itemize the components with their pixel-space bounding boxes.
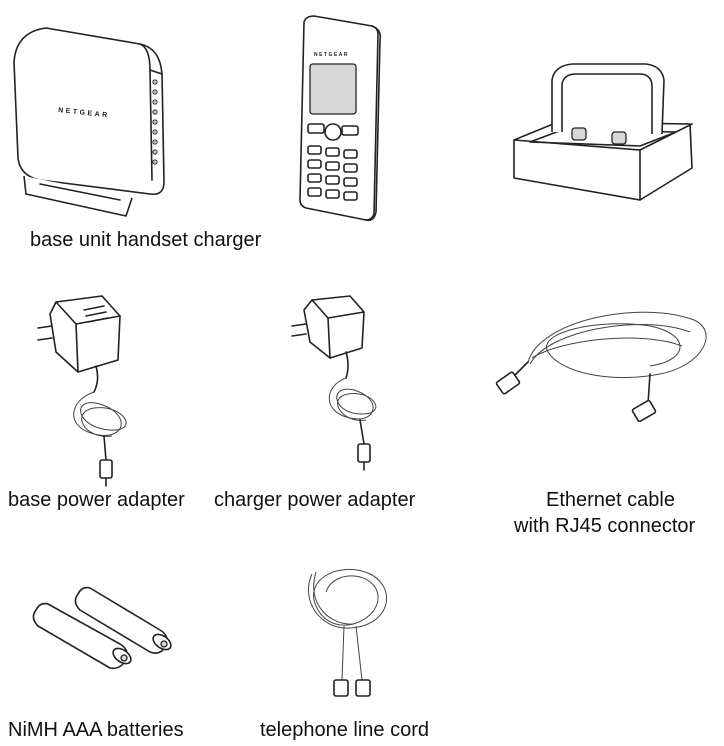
label-ethernet-line1: Ethernet cable	[546, 488, 675, 512]
label-batteries: NiMH AAA batteries	[8, 718, 184, 742]
label-charger-power-adapter: charger power adapter	[214, 488, 415, 512]
label-ethernet-line2: with RJ45 connector	[514, 514, 695, 538]
label-base-power-adapter: base power adapter	[8, 488, 185, 512]
handset-charger-illustration	[514, 64, 692, 200]
handset-illustration: NETGEAR	[300, 16, 380, 220]
label-base-handset-charger: base unit handset charger	[30, 228, 261, 252]
charger-power-adapter-illustration	[292, 296, 376, 470]
telephone-cord-illustration	[308, 569, 386, 696]
batteries-illustration	[33, 588, 173, 669]
base-power-adapter-illustration	[38, 296, 126, 486]
label-telephone-cord: telephone line cord	[260, 718, 429, 742]
base-unit-illustration: NETGEAR	[14, 28, 164, 216]
ethernet-cable-illustration	[496, 312, 706, 422]
handset-brand: NETGEAR	[314, 52, 349, 58]
